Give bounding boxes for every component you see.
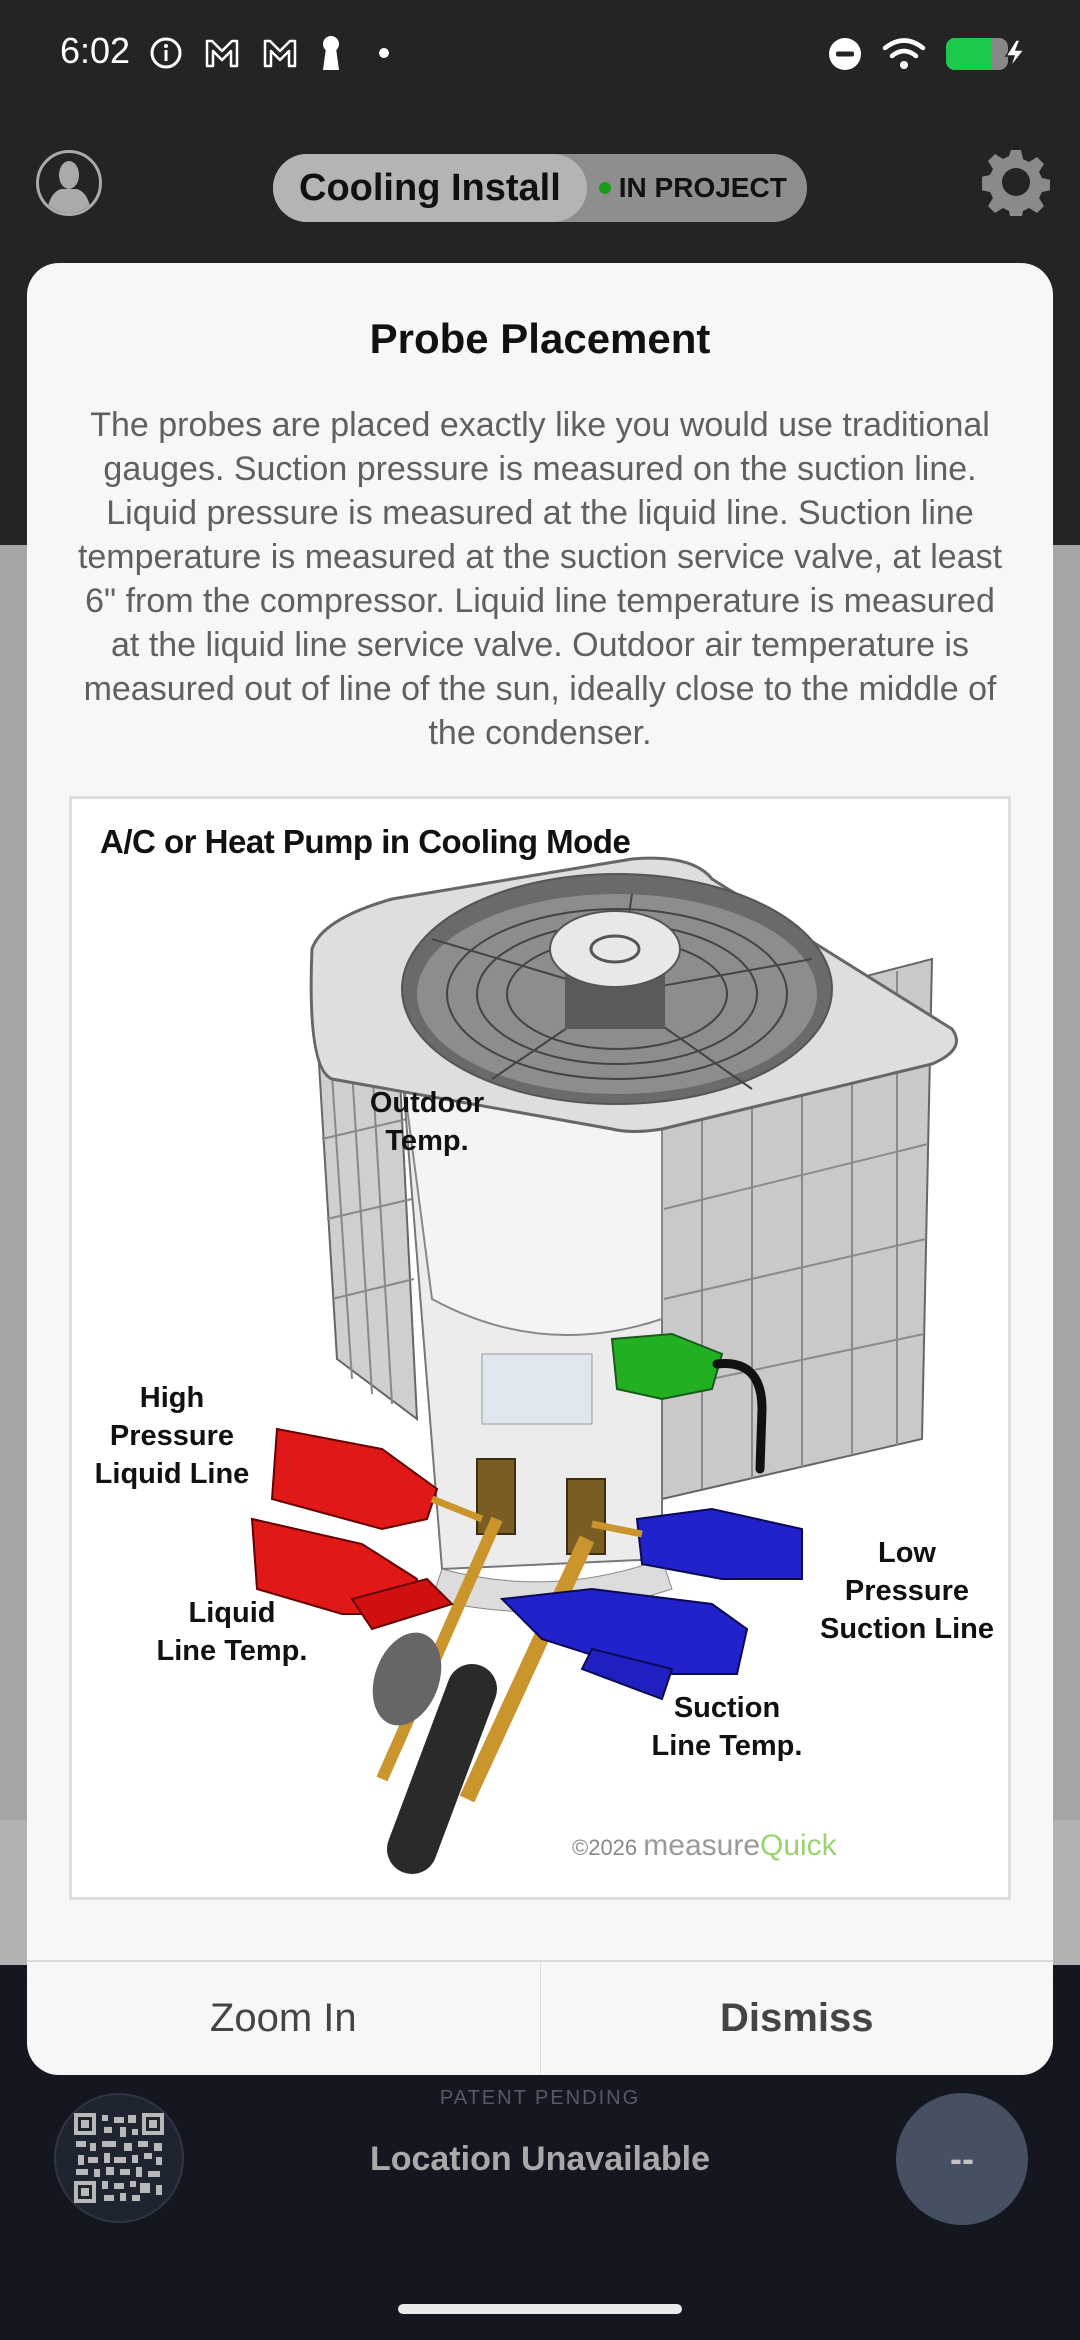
dialog-actions: Zoom In Dismiss — [27, 1960, 1053, 2075]
do-not-disturb-icon — [829, 38, 861, 70]
dialog-body-text: The probes are placed exactly like you w… — [77, 406, 1003, 752]
project-selector[interactable]: Cooling Install IN PROJECT — [273, 154, 807, 222]
gear-icon[interactable] — [982, 148, 1050, 216]
brand-quick: Quick — [760, 1829, 837, 1862]
keyhole-icon — [323, 36, 339, 70]
project-status-badge: IN PROJECT — [587, 172, 787, 204]
probe-placement-diagram: A/C or Heat Pump in Cooling Mode Outdoor… — [69, 796, 1011, 1900]
qr-code-button[interactable] — [54, 2093, 184, 2223]
patent-label: PATENT PENDING — [439, 2087, 641, 2109]
dot-icon — [379, 48, 389, 58]
qr-code-icon — [74, 2113, 164, 2203]
dialog-title: Probe Placement — [369, 315, 711, 362]
profile-avatar-button[interactable] — [36, 150, 102, 216]
home-indicator[interactable] — [398, 2304, 682, 2314]
diagram-copyright: ©2026 measureQuick — [572, 1829, 837, 1862]
battery-charging-icon — [946, 38, 1026, 70]
label-liquid-line-temp: Liquid Line Temp. — [156, 1597, 308, 1667]
project-status-label: IN PROJECT — [618, 172, 787, 203]
project-name: Cooling Install — [273, 154, 587, 222]
label-high-pressure-liquid-line: High Pressure Liquid Line — [94, 1382, 250, 1490]
location-status: Location Unavailable — [369, 2140, 711, 2178]
reading-value-button[interactable]: -- — [896, 2093, 1028, 2225]
dismiss-button[interactable]: Dismiss — [720, 1996, 874, 2040]
diagram-title: A/C or Heat Pump in Cooling Mode — [100, 823, 631, 860]
label-outdoor-temp: Outdoor Temp. — [369, 1087, 485, 1157]
clock: 6:02 — [60, 30, 131, 71]
probe-placement-dialog: Probe Placement The probes are placed ex… — [27, 263, 1053, 2075]
info-icon — [150, 37, 182, 69]
user-silhouette-icon — [47, 161, 91, 213]
brand-measure: measure — [643, 1829, 760, 1862]
label-low-pressure-suction-line: Low Pressure Suction Line — [820, 1537, 994, 1645]
condenser-unit-illustration — [250, 856, 958, 1874]
wifi-icon — [882, 38, 926, 69]
status-bar: 6:02 — [0, 0, 1080, 110]
zoom-in-button[interactable]: Zoom In — [27, 1962, 541, 2075]
label-suction-line-temp: Suction Line Temp. — [651, 1692, 803, 1762]
status-dot-icon — [598, 182, 611, 194]
gmail-icon — [205, 39, 239, 68]
gmail-icon — [263, 39, 297, 68]
